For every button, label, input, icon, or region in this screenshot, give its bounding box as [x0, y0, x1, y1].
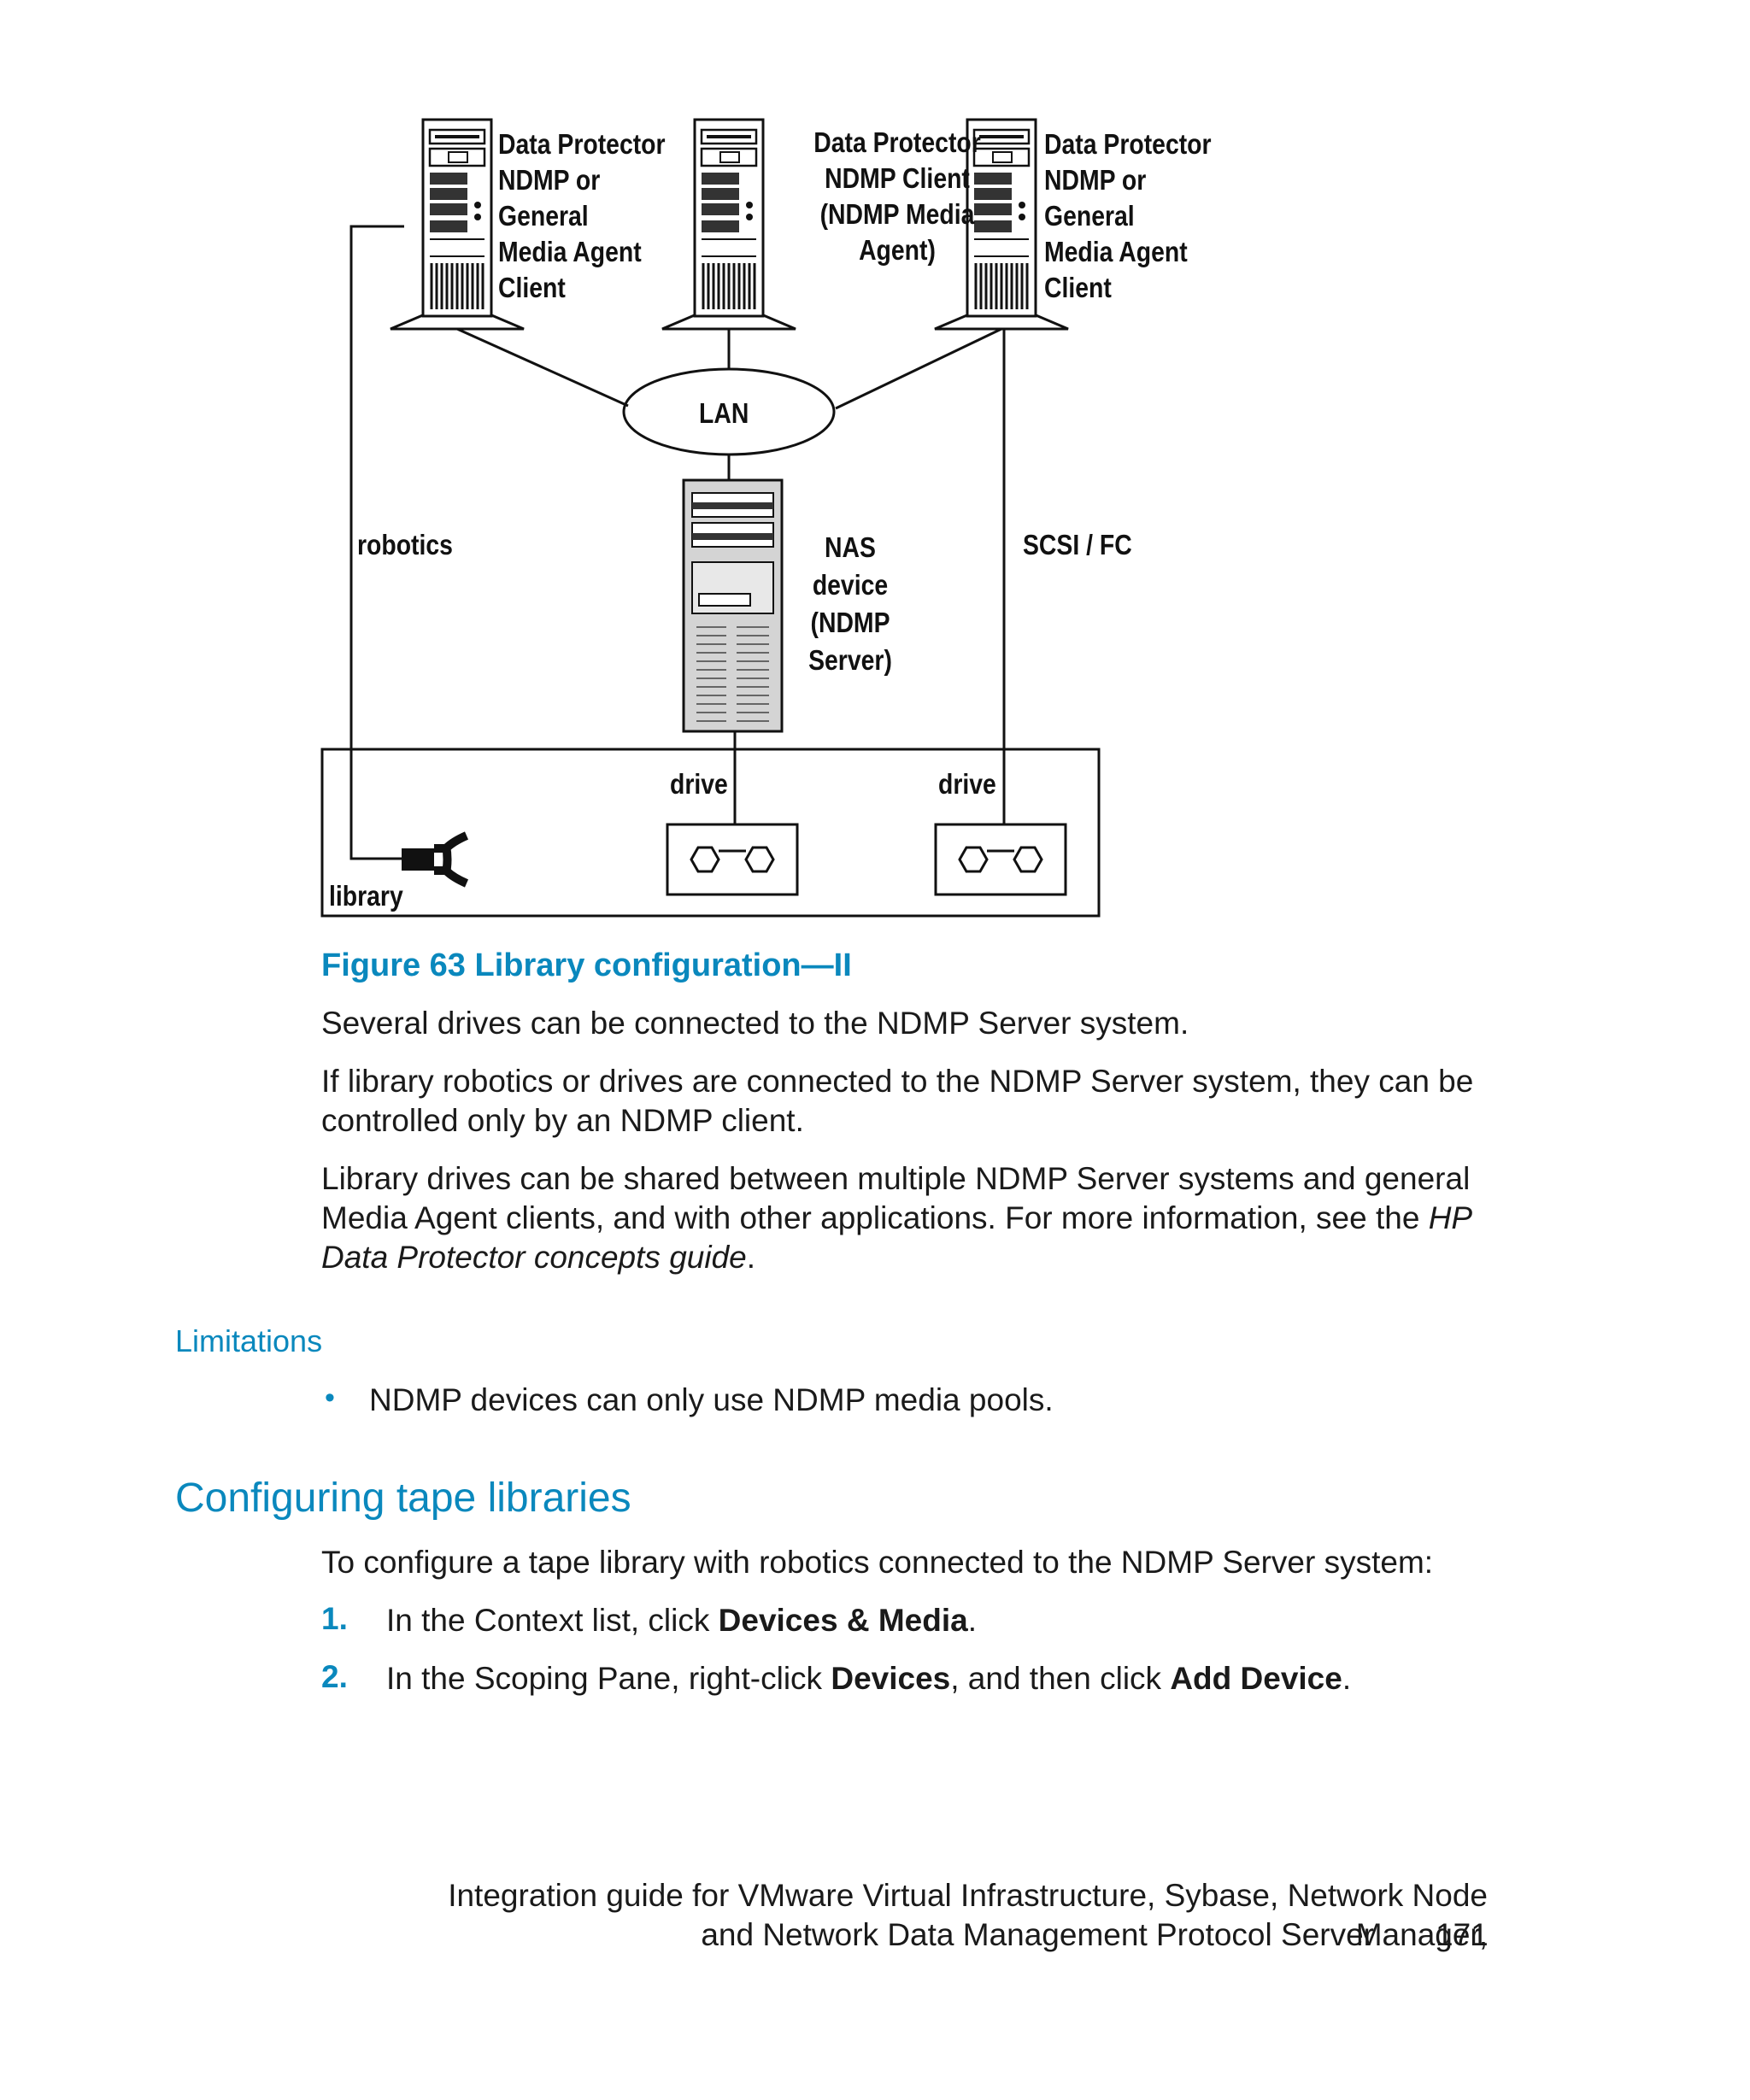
host-center-icon [661, 118, 797, 331]
devices-ref: Devices [831, 1661, 951, 1696]
section-intro: To configure a tape library with robotic… [321, 1545, 1434, 1580]
step-1-text: In the Context list, click Devices & Med… [386, 1601, 977, 1640]
robotics-label: robotics [357, 529, 453, 560]
library-box [320, 748, 1101, 918]
concepts-guide-ref-part1: HP [1428, 1200, 1473, 1235]
step-2-post: . [1342, 1661, 1352, 1696]
nas-device-icon [682, 478, 784, 733]
step-2-pre: In the Scoping Pane, right-click [386, 1661, 831, 1696]
scsi-fc-label: SCSI / FC [1023, 529, 1132, 560]
library-label: library [329, 880, 403, 912]
paragraph-1: Several drives can be connected to the N… [321, 1006, 1189, 1041]
section-title: Configuring tape libraries [175, 1475, 631, 1521]
host-center-label: Data Protector NDMP Client (NDMP Media A… [813, 126, 981, 266]
step-2-mid: , and then click [950, 1661, 1171, 1696]
page-number: 171 [1436, 1917, 1489, 1952]
paragraph-2-line-1: If library robotics or drives are connec… [321, 1064, 1474, 1099]
host-left-label: Data Protector NDMP or General Media Age… [498, 128, 666, 303]
drive-right-label: drive [938, 768, 996, 800]
nas-label: NAS device (NDMP Server) [808, 531, 892, 676]
devices-media-ref: Devices & Media [718, 1603, 968, 1638]
step-2-number: 2. [321, 1659, 348, 1694]
add-device-ref: Add Device [1170, 1661, 1342, 1696]
tape-drive-right-icon [934, 823, 1067, 896]
figure-caption: Figure 63 Library configuration—II [321, 947, 852, 983]
tape-drive-left-icon [666, 823, 799, 896]
library-configuration-diagram: Data Protector NDMP or General Media Age… [0, 0, 1750, 931]
paragraph-3-line-1: Library drives can be shared between mul… [321, 1161, 1471, 1196]
paragraph-3-line-3: Data Protector concepts guide. [321, 1238, 755, 1277]
step-2-text: In the Scoping Pane, right-click Devices… [386, 1659, 1351, 1698]
robotic-arm-icon [402, 831, 469, 888]
concepts-guide-ref-part2: Data Protector concepts guide [321, 1240, 747, 1275]
step-1-number: 1. [321, 1601, 348, 1636]
diagram-graphic [320, 118, 1101, 918]
host-right-label: Data Protector NDMP or General Media Age… [1044, 128, 1212, 303]
paragraph-2-line-2: controlled only by an NDMP client. [321, 1103, 804, 1138]
paragraph-3-end: . [746, 1240, 756, 1275]
footer-line-2: and Network Data Management Protocol Ser… [701, 1917, 1374, 1952]
bullet-dot: • [325, 1381, 335, 1414]
drive-left-label: drive [670, 768, 728, 800]
step-1-post: . [967, 1603, 977, 1638]
limitations-heading: Limitations [175, 1323, 323, 1358]
limitation-item: NDMP devices can only use NDMP media poo… [369, 1382, 1054, 1417]
paragraph-3-line-2: Media Agent clients, and with other appl… [321, 1199, 1472, 1238]
step-1-pre: In the Context list, click [386, 1603, 719, 1638]
paragraph-3-line-2-text: Media Agent clients, and with other appl… [321, 1200, 1420, 1235]
footer-line-1: Integration guide for VMware Virtual Inf… [448, 1878, 1488, 1952]
lan-label: LAN [699, 397, 749, 429]
